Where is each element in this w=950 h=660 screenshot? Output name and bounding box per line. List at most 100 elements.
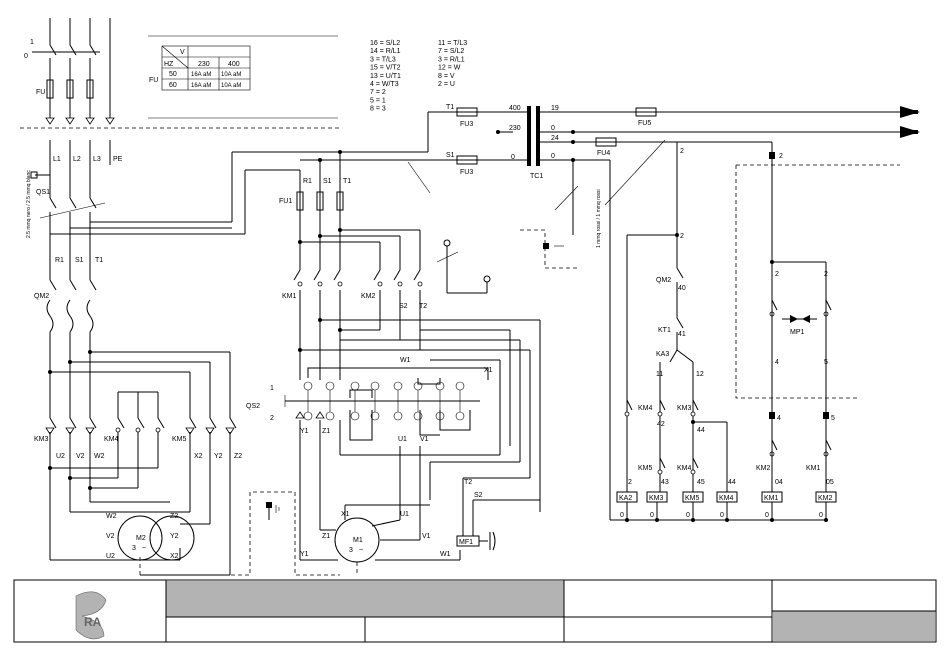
label-mf1: MF1 bbox=[459, 539, 473, 546]
label-u2: U2 bbox=[56, 453, 65, 460]
wire-note-1: 2.5 mmq nero / 2.5 mmq blanc bbox=[26, 170, 32, 238]
label-44: 44 bbox=[697, 427, 705, 434]
transformer-tc1: FU3 FU3 T1 S1 400 230 0 TC1 19 0 24 0 FU… bbox=[446, 104, 920, 269]
label-5-b: 5 bbox=[831, 415, 835, 422]
label-l2: L2 bbox=[73, 156, 81, 163]
km12-labels: KM1 KM2 S2 T2 bbox=[282, 290, 541, 512]
label-pe: PE bbox=[113, 156, 123, 163]
legend-right-item: 7 = S/L2 bbox=[438, 48, 464, 55]
table-r2-b: 10A aM bbox=[221, 83, 241, 89]
table-v: V bbox=[180, 49, 185, 56]
label-l3: L3 bbox=[93, 156, 101, 163]
coil-label: KM3 bbox=[649, 495, 664, 502]
label-mp1: MP1 bbox=[790, 329, 805, 336]
label-qs1: QS1 bbox=[36, 189, 50, 196]
label-w2: W2 bbox=[94, 453, 105, 460]
label-44-b: 44 bbox=[728, 479, 736, 486]
label-42: 42 bbox=[657, 421, 665, 428]
label-w1-m1: W1 bbox=[440, 551, 451, 558]
label-km4-ctl2: KM4 bbox=[677, 465, 692, 472]
label-24: 24 bbox=[551, 135, 559, 142]
mains-isolator: L1 L2 L3 PE QS1 2.5 mmq nero / 2.5 mmq b… bbox=[26, 140, 123, 268]
coil-label: KM5 bbox=[685, 495, 700, 502]
label-y1-qs: Y1 bbox=[300, 428, 309, 435]
label-v2-term: V2 bbox=[106, 533, 115, 540]
table-r2-hz: 60 bbox=[169, 82, 177, 89]
label-2-d: 2 bbox=[779, 153, 783, 160]
qm2-breaker: QM2 bbox=[34, 268, 231, 418]
label-fu3-a: FU3 bbox=[460, 121, 473, 128]
label-41: 41 bbox=[678, 331, 686, 338]
label-qs2-2: 2 bbox=[270, 415, 274, 422]
label-t1-tr: T1 bbox=[446, 104, 454, 111]
label-s1-main: S1 bbox=[75, 257, 84, 264]
label-w1: W1 bbox=[400, 357, 411, 364]
zero-label: 0 bbox=[819, 512, 823, 519]
table-r1-hz: 50 bbox=[169, 71, 177, 78]
label-u1-m1: U1 bbox=[400, 511, 409, 518]
label-m1: M1 bbox=[353, 537, 363, 544]
label-fu4: FU4 bbox=[597, 150, 610, 157]
label-05: 05 bbox=[826, 479, 834, 486]
legend-right-item: 3 = R/L1 bbox=[438, 56, 465, 63]
label-km5: KM5 bbox=[172, 436, 187, 443]
label-km3-ctl: KM3 bbox=[677, 405, 692, 412]
label-400: 400 bbox=[509, 105, 521, 112]
coil-label: KM2 bbox=[818, 495, 833, 502]
label-z2: Z2 bbox=[234, 453, 242, 460]
label-l1: L1 bbox=[53, 156, 61, 163]
legend-right-item: 12 = W bbox=[438, 65, 461, 72]
label-y1-m1: Y1 bbox=[300, 551, 309, 558]
label-km4: KM4 bbox=[104, 436, 119, 443]
label-s2-mf: S2 bbox=[474, 492, 483, 499]
coil-label: KA2 bbox=[619, 495, 632, 502]
legend-left-item: 15 = V/T2 bbox=[370, 65, 401, 72]
label-x1: X1 bbox=[484, 367, 493, 374]
zero-label: 0 bbox=[765, 512, 769, 519]
label-43: 43 bbox=[661, 479, 669, 486]
label-45: 45 bbox=[697, 479, 705, 486]
label-fu1: FU1 bbox=[279, 198, 292, 205]
legend-left-item: 5 = 1 bbox=[370, 97, 386, 104]
legend-right-item: 8 = V bbox=[438, 73, 455, 80]
label-2-c: 2 bbox=[628, 479, 632, 486]
label-0-c: 0 bbox=[551, 153, 555, 160]
label-t1-main: T1 bbox=[95, 257, 103, 264]
coil-label: KM1 bbox=[764, 495, 779, 502]
label-fu: FU bbox=[36, 89, 45, 96]
legend-left-item: 14 = R/L1 bbox=[370, 48, 401, 55]
label-m2: M2 bbox=[136, 535, 146, 542]
label-fu3-b: FU3 bbox=[460, 169, 473, 176]
label-1: 1 bbox=[30, 39, 34, 46]
label-v2: V2 bbox=[76, 453, 85, 460]
zero-label: 0 bbox=[720, 512, 724, 519]
label-km1-ctl: KM1 bbox=[806, 465, 821, 472]
label-m2-3: 3 bbox=[132, 545, 136, 552]
label-2-e: 2 bbox=[775, 271, 779, 278]
zero-label: 0 bbox=[650, 512, 654, 519]
label-s2: S2 bbox=[399, 303, 408, 310]
label-11: 11 bbox=[656, 371, 663, 378]
legend-left-item: 4 = W/T3 bbox=[370, 81, 399, 88]
company-logo: RA bbox=[75, 591, 107, 640]
label-5: 5 bbox=[824, 359, 828, 366]
legend-left-item: 3 = T/L3 bbox=[370, 56, 396, 63]
label-z1-m1: Z1 bbox=[322, 533, 330, 540]
label-4-b: 4 bbox=[777, 415, 781, 422]
label-km5-ctl: KM5 bbox=[638, 465, 653, 472]
label-m2-tilde: ~ bbox=[142, 545, 146, 552]
label-t1-fu: T1 bbox=[343, 178, 351, 185]
supply-bus bbox=[50, 111, 455, 235]
table-hz: HZ bbox=[164, 61, 174, 68]
label-t2-mf: T2 bbox=[464, 479, 472, 486]
legend-left-item: 13 = U/T1 bbox=[370, 73, 401, 80]
label-r1-main: R1 bbox=[55, 257, 64, 264]
legend-right-item: 11 = T/L3 bbox=[438, 40, 467, 47]
label-v1-qs: V1 bbox=[420, 436, 429, 443]
label-x2: X2 bbox=[194, 453, 203, 460]
label-40: 40 bbox=[678, 285, 686, 292]
zero-label: 0 bbox=[620, 512, 624, 519]
title-block: RA bbox=[13, 579, 937, 643]
